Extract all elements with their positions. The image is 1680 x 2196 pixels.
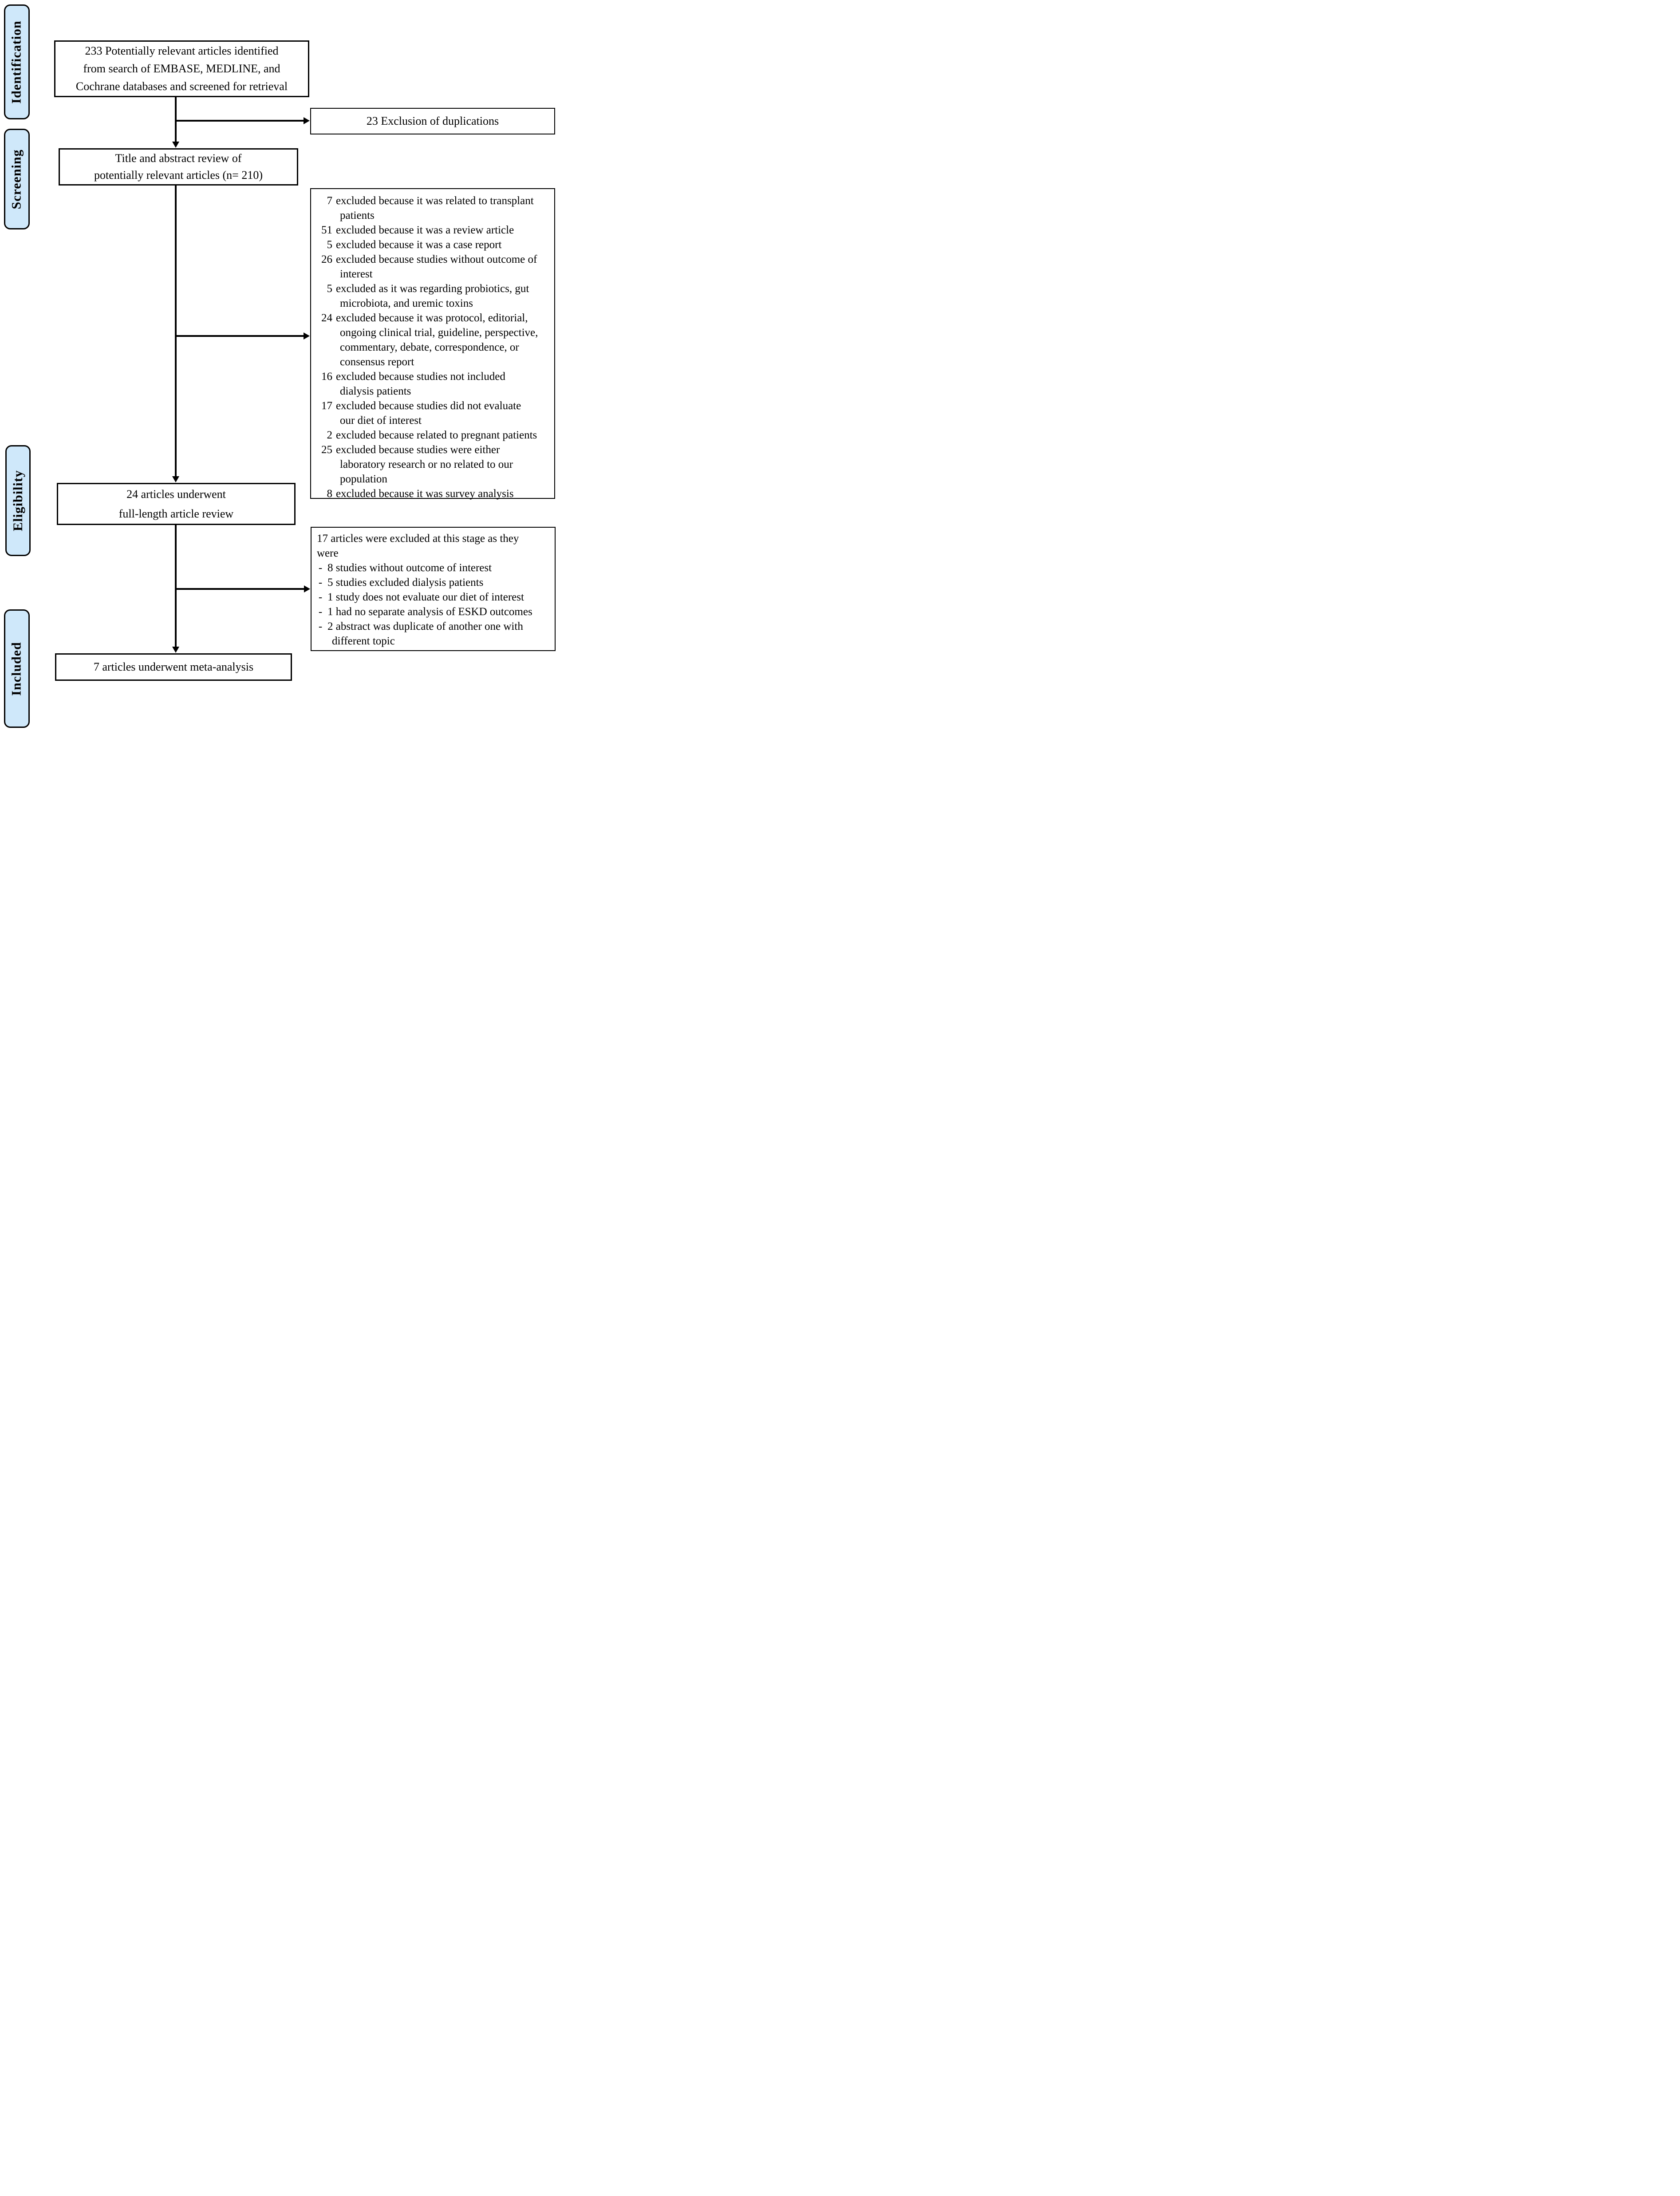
box-full-length-line: full-length article review	[118, 507, 234, 520]
box-identified-line: from search of EMBASE, MEDLINE, and	[83, 62, 280, 75]
box-full-length-line: 24 articles underwent	[126, 487, 226, 501]
stage-label-text: Eligibility	[10, 470, 25, 531]
box-exclusion-duplications-text: 23 Exclusion of duplications	[366, 115, 499, 127]
exclusion-item-line: interest	[340, 268, 373, 280]
arrow-to-screening-exclusions	[177, 332, 310, 340]
stage-label-screening: Screening	[4, 129, 30, 229]
exclusion-item-line: -8 studies without outcome of interest	[318, 562, 492, 574]
exclusion-header-line: were	[317, 547, 339, 559]
box-title-abstract-line: Title and abstract review of	[115, 152, 242, 165]
stage-label-text: Included	[9, 641, 24, 696]
box-full-length-exclusions: 17 articles were excluded at this stage …	[311, 527, 556, 651]
box-title-abstract-line: potentially relevant articles (n= 210)	[94, 169, 263, 182]
exclusion-item-line: laboratory research or no related to our	[340, 458, 513, 470]
exclusion-item-line: -1 study does not evaluate our diet of i…	[318, 591, 524, 603]
full-length-exclusion-list: 17 articles were excluded at this stage …	[312, 528, 555, 648]
arrow-to-full-length-exclusions	[177, 585, 310, 592]
stage-label-included: Included	[4, 609, 30, 728]
stage-label-identification: Identification	[4, 4, 30, 119]
arrow-identified-to-title-review	[172, 97, 179, 148]
exclusion-item-line: commentary, debate, correspondence, or	[340, 341, 519, 353]
prisma-flow-diagram: Identification Screening Eligibility Inc…	[0, 0, 560, 732]
stage-label-text: Screening	[9, 149, 24, 209]
box-meta-analysis-text: 7 articles underwent meta-analysis	[93, 660, 254, 673]
box-full-length-review: 24 articles underwent full-length articl…	[57, 483, 296, 525]
exclusion-item-line: population	[340, 473, 387, 485]
arrow-title-review-to-full-length	[172, 186, 179, 482]
exclusion-item-line: our diet of interest	[340, 415, 422, 427]
box-identified-line: Cochrane databases and screened for retr…	[75, 80, 288, 93]
exclusion-item-line: microbiota, and uremic toxins	[340, 297, 473, 309]
exclusion-item-line: dialysis patients	[340, 385, 411, 397]
arrow-to-duplications	[177, 117, 310, 124]
box-identified-line: 233 Potentially relevant articles identi…	[85, 44, 279, 57]
exclusion-item-line: -5 studies excluded dialysis patients	[318, 577, 484, 588]
exclusion-item-line: patients	[340, 209, 375, 221]
exclusion-header-line: 17 articles were excluded at this stage …	[317, 533, 519, 545]
box-meta-analysis: 7 articles underwent meta-analysis	[55, 653, 292, 681]
exclusion-item-line: -2 abstract was duplicate of another one…	[318, 620, 523, 632]
box-identified: 233 Potentially relevant articles identi…	[54, 40, 309, 97]
exclusion-item-line: -1 had no separate analysis of ESKD outc…	[318, 606, 532, 618]
exclusion-item-line: ongoing clinical trial, guideline, persp…	[340, 327, 538, 339]
box-exclusion-duplications: 23 Exclusion of duplications	[310, 108, 555, 134]
stage-label-text: Identification	[9, 20, 24, 104]
arrow-full-length-to-meta-analysis	[172, 525, 179, 653]
exclusion-item-line: consensus report	[340, 356, 414, 368]
stage-label-eligibility: Eligibility	[5, 445, 31, 556]
exclusion-item-line: different topic	[332, 635, 395, 647]
box-title-abstract-review: Title and abstract review of potentially…	[59, 148, 298, 186]
